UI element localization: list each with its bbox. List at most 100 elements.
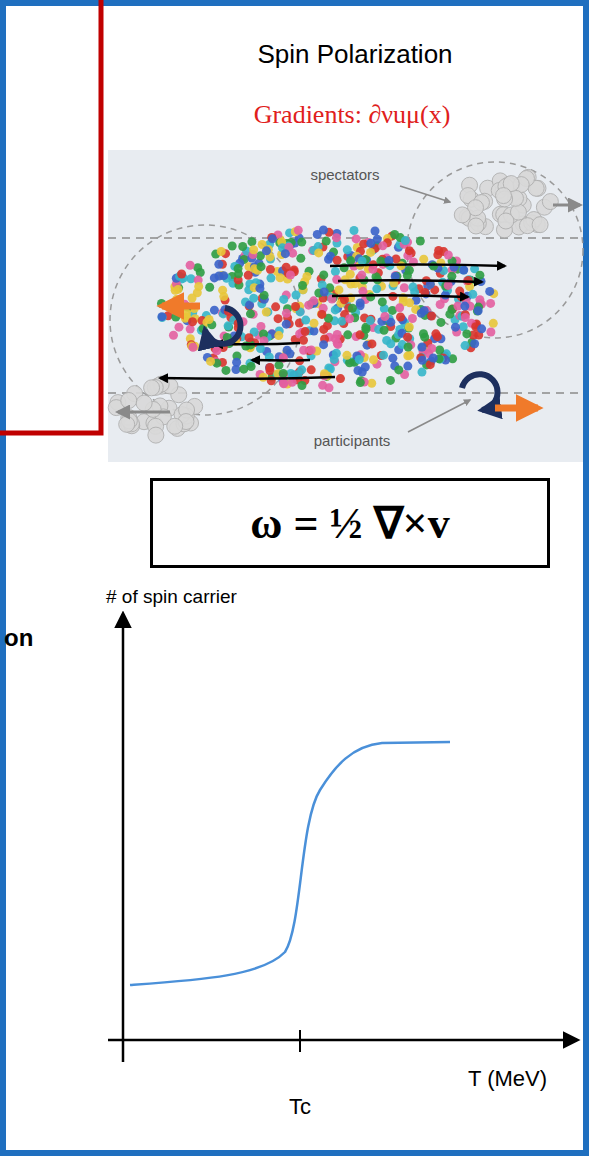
particle (395, 303, 404, 312)
particle (301, 327, 310, 336)
particle (274, 314, 283, 323)
particle (266, 265, 275, 274)
particle (205, 283, 214, 292)
particle (361, 363, 370, 372)
particle (317, 310, 326, 319)
particle (282, 309, 291, 318)
particle (403, 333, 412, 342)
particle (418, 342, 427, 351)
particle (454, 207, 470, 223)
formula-box: ω = ½ ∇×v (150, 478, 550, 568)
particle (435, 346, 444, 355)
particle (386, 339, 395, 348)
particle (350, 226, 359, 235)
tick-label: Tc (289, 1094, 311, 1119)
particle (271, 302, 280, 311)
particle (167, 418, 183, 434)
particle (279, 379, 288, 388)
particle (249, 245, 258, 254)
axis-title: T (MeV) (468, 1066, 547, 1091)
particle (408, 314, 417, 323)
particle (357, 271, 366, 280)
particle (343, 245, 352, 254)
particle (429, 354, 438, 363)
particle (346, 256, 355, 265)
particle (247, 362, 256, 371)
particle (380, 312, 389, 321)
particle (274, 331, 283, 340)
particle (265, 363, 274, 372)
particle (470, 339, 479, 348)
particle (298, 281, 307, 290)
particle (462, 329, 471, 338)
particle (464, 275, 473, 284)
particle (228, 242, 237, 251)
particle (336, 374, 345, 383)
particle (304, 301, 313, 310)
particle (378, 297, 387, 306)
particle (279, 369, 288, 378)
particle (532, 217, 548, 233)
particle (386, 376, 395, 385)
particle (369, 355, 378, 364)
particle (299, 336, 308, 345)
particle (486, 299, 495, 308)
particle (319, 270, 328, 279)
particle (282, 320, 291, 329)
particle (445, 310, 454, 319)
particle (217, 247, 226, 256)
particle (169, 331, 178, 340)
particle (188, 343, 197, 352)
particle (461, 341, 470, 350)
formula: ω = ½ ∇×v (250, 497, 449, 549)
particle (210, 306, 219, 315)
particle (379, 351, 388, 360)
cut-text: on (4, 624, 33, 652)
particle (244, 271, 253, 280)
particle (367, 379, 376, 388)
particle (417, 309, 426, 318)
particle (380, 326, 389, 335)
particle (301, 316, 310, 325)
neighbour-panel-border (0, 0, 101, 433)
particle (366, 239, 375, 248)
particle (447, 272, 456, 281)
particle (257, 262, 266, 271)
collision-picture (108, 150, 583, 462)
particle (268, 234, 277, 243)
particle (232, 358, 241, 367)
particle (309, 319, 318, 328)
particle (174, 285, 183, 294)
particle (182, 309, 191, 318)
particle (279, 379, 288, 388)
particle (348, 304, 357, 313)
particle (247, 237, 256, 246)
particle (186, 261, 195, 270)
gradient-label: Gradients: ∂νuμ(x) (254, 100, 451, 130)
particle (436, 300, 445, 309)
particle (427, 311, 436, 320)
particle (307, 365, 316, 374)
particle (405, 266, 414, 275)
particle (241, 342, 250, 351)
sketch-chart (108, 614, 577, 1062)
particle (262, 307, 271, 316)
particle (214, 260, 223, 269)
particle (361, 325, 370, 334)
particle (394, 365, 403, 374)
particle (461, 313, 470, 322)
particle (342, 351, 351, 360)
particle (388, 354, 397, 363)
particle (474, 306, 483, 315)
particle (286, 270, 295, 279)
particle (214, 271, 223, 280)
particle (367, 339, 376, 348)
particle (177, 269, 186, 278)
particle (157, 312, 166, 321)
particle (542, 194, 558, 210)
particle (219, 292, 228, 301)
particle (234, 264, 243, 273)
particle (144, 380, 160, 396)
particle (495, 188, 511, 204)
